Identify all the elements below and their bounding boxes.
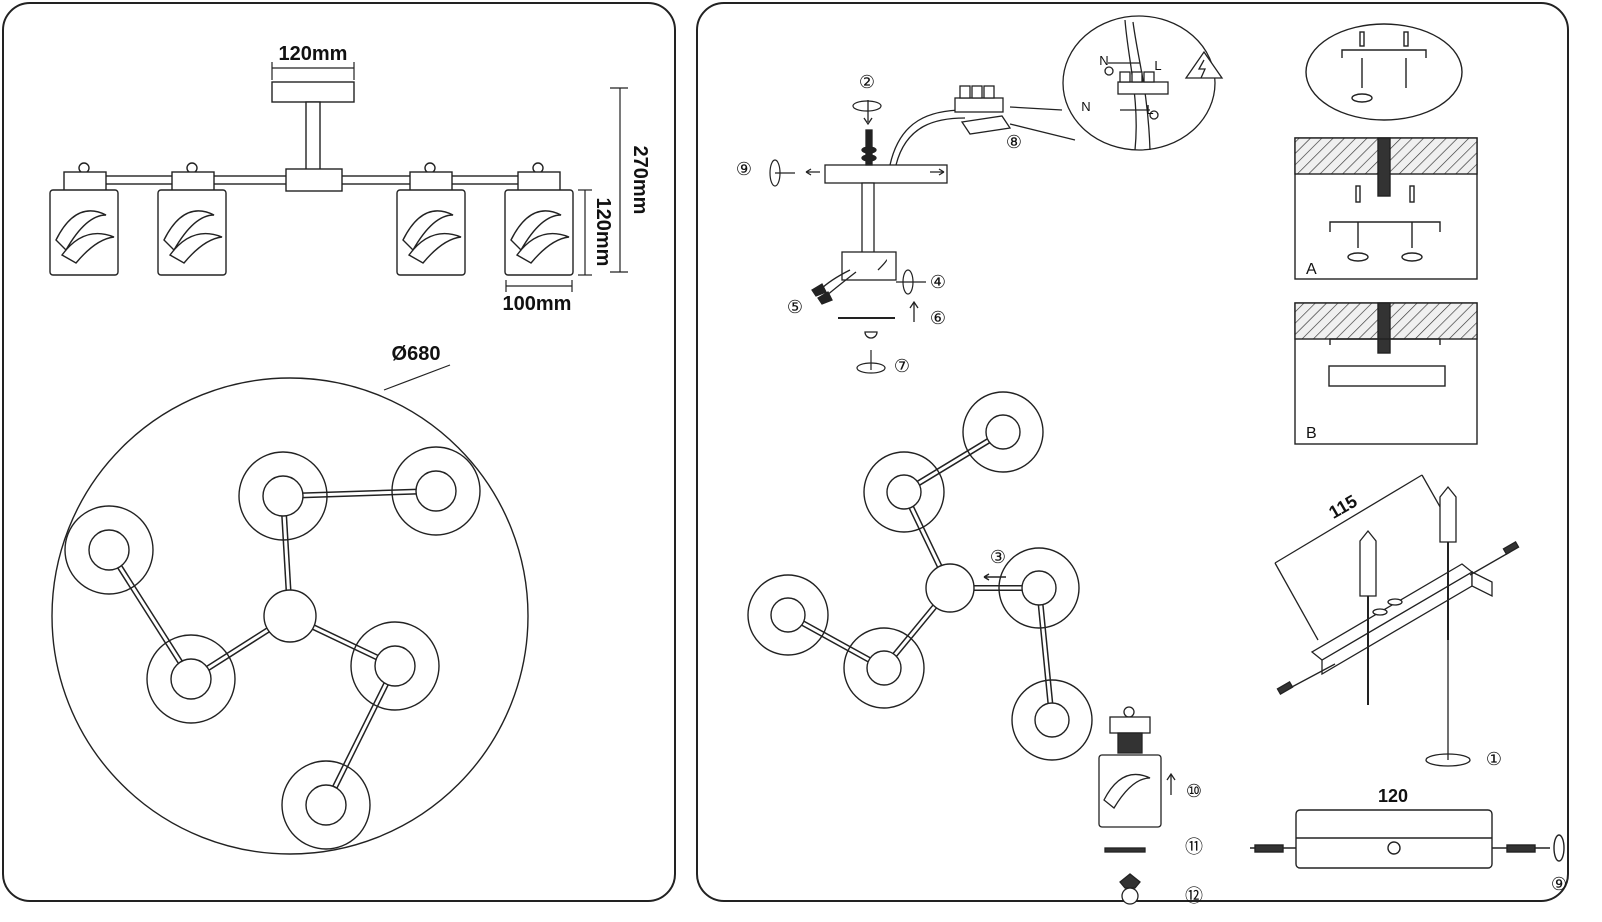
mounting-method-a [1294,137,1478,280]
rotation-arrows [769,100,926,374]
shade-1 [49,162,119,276]
method-a-label: A [1306,261,1317,278]
shade-width-label: 100mm [503,293,572,315]
method-b-label: B [1306,425,1317,442]
wire-n-bottom: N [1081,99,1090,114]
bracket-isometric [1274,474,1520,767]
step-6: ⑥ [930,308,946,328]
step-8: ⑧ [1006,132,1022,152]
top-view-shade-5 [350,621,440,711]
shade-assembly [1098,706,1176,905]
step-11: ⑪ [1185,837,1203,857]
step-12: ⑫ [1185,886,1203,906]
shade-3 [396,162,466,276]
canopy-width-label: 120mm [279,43,348,65]
step-1-bracket: ① [1486,749,1502,769]
wire-l-top: L [1154,58,1161,73]
bracket-length-label: 120 [1378,786,1408,806]
top-view-drawing [51,377,529,855]
step-9-bottom: ⑨ [1551,874,1567,894]
top-view-shade-3 [64,505,154,595]
shade-height-label: 120mm [592,198,614,267]
step-10: ⑩ [1186,781,1202,801]
total-height-label: 270mm [629,146,651,215]
side-elevation-drawing [49,81,574,276]
top-view-shade-1 [238,451,328,541]
bracket-front-view [1250,809,1565,869]
wiring-callout [1009,15,1224,151]
top-view-shade-6 [281,760,371,850]
wire-l-bottom: L [1146,102,1153,117]
diameter-label: Ø680 [392,343,441,365]
mounting-plate-detail [1305,23,1463,121]
shade-4 [504,162,574,276]
left-panel [2,2,676,902]
arm-assembly-top-view [747,391,1093,761]
step-9-top: ⑨ [736,159,752,179]
step-2: ② [859,72,875,92]
step-7: ⑦ [894,356,910,376]
step-4: ④ [930,272,946,292]
bracket-spacing-label: 115 [1325,491,1360,523]
step-5: ⑤ [787,297,803,317]
shade-2 [157,162,227,276]
top-view-shade-2 [391,446,481,536]
step-3: ③ [990,547,1006,567]
mounting-method-b [1294,302,1478,445]
dimension-lines [271,62,628,391]
wire-n-top: N [1099,53,1108,68]
top-view-shade-4 [146,634,236,724]
exploded-assembly [805,85,1012,339]
